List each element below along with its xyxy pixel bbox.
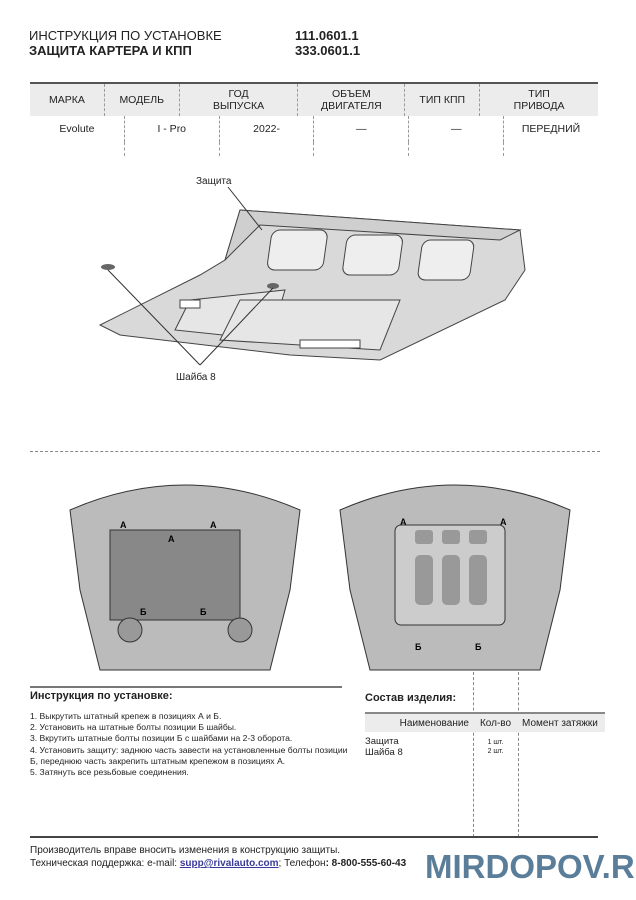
th-year: ГОД ВЫПУСКА	[178, 84, 298, 116]
support-phone: : 8-800-555-60-43	[325, 858, 407, 869]
label-guard: Защита	[196, 176, 232, 187]
th-gearbox: ТИП КПП	[404, 84, 479, 116]
item-qty: 1 шт.	[487, 739, 504, 746]
svg-text:А: А	[500, 517, 507, 527]
contents-table: Наименование Кол-во Момент затяжки Защит…	[365, 712, 605, 758]
label-washer: Шайба 8	[176, 372, 216, 383]
item-qty: 2 шт.	[487, 748, 504, 755]
footer-support: Техническая поддержка: e-mail: supp@riva…	[30, 858, 407, 869]
watermark: MIRDOPOV.RU	[425, 848, 636, 885]
item-name: Защита	[365, 736, 399, 747]
th-model: МОДЕЛЬ	[103, 84, 179, 116]
step: 4. Установить защиту: заднюю часть завес…	[30, 744, 348, 766]
footer-note: Производитель вправе вносить изменения в…	[30, 845, 341, 856]
instructions-title: Инструкция по установке:	[30, 690, 173, 702]
th-engine: ОБЪЕМ ДВИГАТЕЛЯ	[297, 84, 404, 116]
pos-a-label: А	[120, 520, 127, 530]
td-model: I - Pro	[123, 116, 219, 142]
th-name: Наименование	[399, 717, 469, 729]
svg-text:А: А	[168, 534, 175, 544]
doc-title: ИНСТРУКЦИЯ ПО УСТАНОВКЕ	[29, 28, 222, 43]
support-email-link[interactable]: supp@rivalauto.com	[179, 858, 279, 869]
th-qty: Кол-во	[479, 717, 512, 729]
washer-icon	[101, 264, 115, 270]
svg-text:Б: Б	[415, 642, 422, 652]
td-brand: Evolute	[59, 122, 95, 135]
svg-text:Б: Б	[200, 607, 207, 617]
car-underside-after: А А Б Б	[339, 484, 571, 671]
divider	[30, 451, 600, 452]
step: 5. Затянуть все резьбовые соединения.	[30, 767, 189, 778]
article-code-2: 333.0601.1	[295, 43, 361, 58]
td-drive: ПЕРЕДНИЙ	[503, 116, 598, 142]
svg-text:А: А	[210, 520, 217, 530]
car-underside-before: А А А Б Б	[69, 484, 301, 671]
step: 1. Выкрутить штатный крепеж в позициях А…	[30, 711, 222, 721]
skid-plate-drawing	[98, 186, 526, 366]
spec-table: МАРКА МОДЕЛЬ ГОД ВЫПУСКА ОБЪЕМ ДВИГАТЕЛЯ…	[30, 82, 598, 156]
pos-b-label: Б	[140, 607, 147, 617]
product-title: ЗАЩИТА КАРТЕРА И КПП	[29, 43, 192, 58]
th-torque: Момент затяжки	[522, 717, 598, 729]
contents-title: Состав изделия:	[365, 692, 457, 704]
svg-text:А: А	[400, 517, 407, 527]
step: 3. Вкрутить штатные болты позиции Б с ша…	[30, 733, 293, 744]
article-code-1: 111.0601.1	[295, 28, 359, 43]
td-engine: —	[313, 116, 408, 142]
instructions-list: 1. Выкрутить штатный крепеж в позициях А…	[30, 711, 350, 778]
item-name: Шайба 8	[365, 747, 403, 758]
th-drive: ТИП ПРИВОДА	[479, 84, 598, 116]
td-year: 2022-	[218, 116, 314, 142]
th-brand: МАРКА	[48, 93, 85, 106]
svg-text:Б: Б	[475, 642, 482, 652]
td-gearbox: —	[408, 116, 503, 142]
step: 2. Установить на штатные болты позиции Б…	[30, 722, 237, 733]
